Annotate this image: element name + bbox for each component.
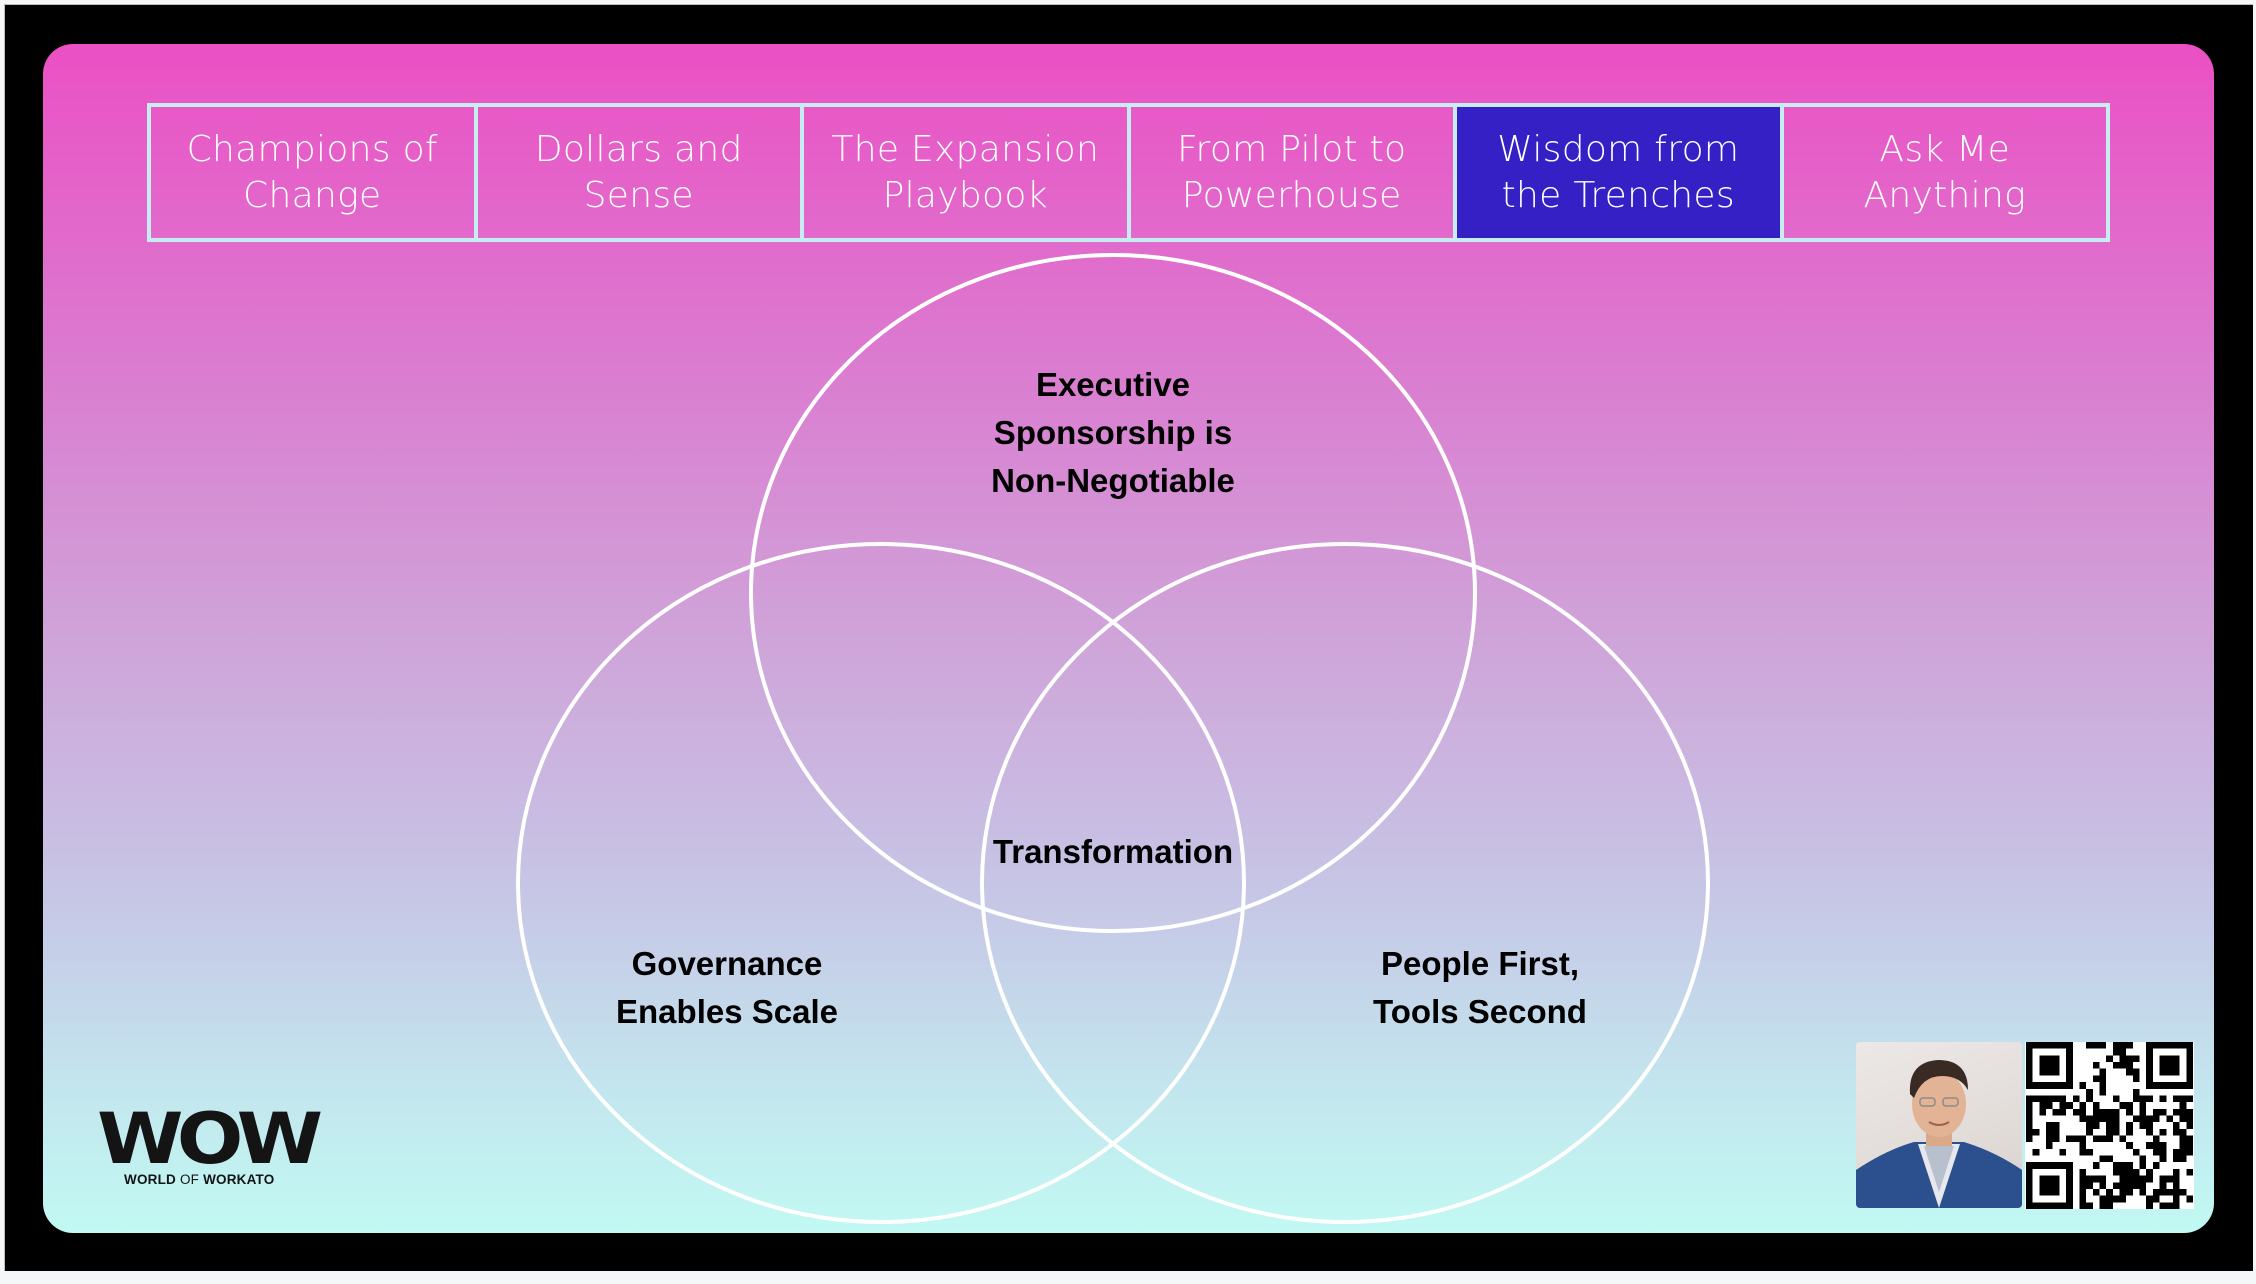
tab-champions-of-change[interactable]: Champions of Change	[151, 107, 478, 238]
tab-pilot-to-powerhouse[interactable]: From Pilot to Powerhouse	[1131, 107, 1457, 238]
logo-wordmark: WOW	[97, 1098, 323, 1180]
section-tab-bar: Champions of Change Dollars and Sense Th…	[147, 103, 2110, 242]
tab-expansion-playbook[interactable]: The Expansion Playbook	[804, 107, 1131, 238]
venn-circle-right	[980, 542, 1710, 1224]
tab-ask-me-anything[interactable]: Ask Me Anything	[1863, 128, 2026, 216]
venn-label-center: Transformation	[992, 833, 1234, 870]
tab-dollars-and-sense[interactable]: Dollars and Sense	[478, 107, 804, 238]
venn-label-right: People First, Tools Second	[1373, 945, 1587, 1030]
venn-label-left: Governance Enables Scale	[616, 945, 838, 1030]
venn-label-top: Executive Sponsorship is Non-Negotiable	[991, 366, 1235, 499]
qr-code-icon[interactable]	[2025, 1042, 2194, 1209]
logo-tagline: WORLD OF WORKATO	[124, 1172, 275, 1187]
venn-circle-top	[749, 253, 1477, 933]
venn-circle-left	[516, 542, 1246, 1224]
presenter-photo-icon	[1856, 1042, 2022, 1208]
slide-panel	[43, 44, 2214, 1233]
wow-logo: WOW WORLD OF WORKATO	[97, 1104, 323, 1187]
tab-wisdom-from-trenches[interactable]: Wisdom from the Trenches	[1457, 107, 1784, 238]
